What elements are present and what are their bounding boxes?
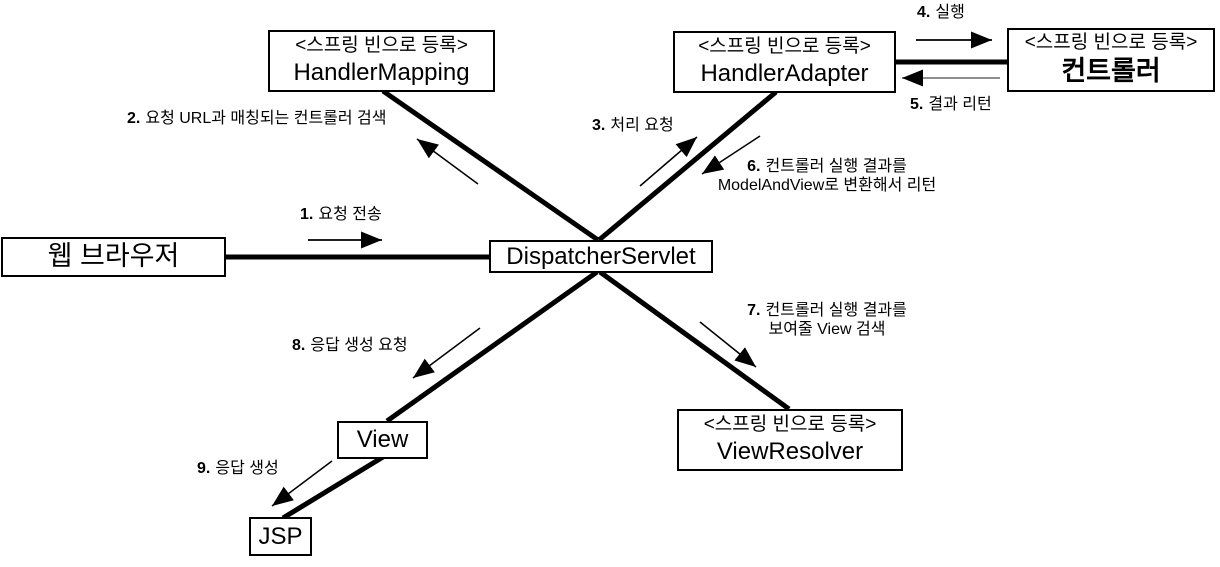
label-number: 3. bbox=[592, 117, 606, 134]
label-number: 1. bbox=[300, 206, 314, 223]
label-text: 응답 생성 bbox=[215, 460, 279, 477]
arrow-6-modelandview-return bbox=[701, 135, 761, 175]
box-view-resolver: <스프링 빈으로 등록> ViewResolver bbox=[677, 409, 903, 471]
box-controller: <스프링 빈으로 등록> 컨트롤러 bbox=[1007, 28, 1215, 92]
label-text: 실행 bbox=[935, 4, 965, 21]
label-line1: 6.컨트롤러 실행 결과를 bbox=[712, 157, 942, 176]
label-text: 요청 URL과 매칭되는 컨트롤러 검색 bbox=[145, 110, 387, 127]
label-text: 요청 전송 bbox=[318, 206, 382, 223]
arrow-3-process-request bbox=[639, 136, 698, 187]
box-handler-adapter: <스프링 빈으로 등록> HandlerAdapter bbox=[673, 31, 896, 93]
label-text: 처리 요청 bbox=[610, 117, 674, 134]
label-text: 컨트롤러 실행 결과를 bbox=[765, 158, 907, 175]
connector-dispatcher-handlermapping bbox=[381, 88, 600, 243]
arrow-8-response-request bbox=[412, 327, 481, 379]
label-number: 6. bbox=[747, 158, 761, 175]
arrow-9-response-create bbox=[271, 460, 333, 507]
label-1-request-send: 1.요청 전송 bbox=[300, 205, 382, 224]
box-title-jsp: JSP bbox=[258, 522, 303, 550]
label-number: 8. bbox=[292, 337, 306, 354]
label-text: 결과 리턴 bbox=[928, 96, 992, 113]
box-view: View bbox=[337, 421, 428, 459]
label-text: 컨트롤러 실행 결과를 bbox=[765, 302, 907, 319]
spring-bean-tag: <스프링 빈으로 등록> bbox=[703, 414, 877, 436]
label-line2: 보여줄 View 검색 bbox=[768, 321, 886, 339]
label-2-find-controller: 2.요청 URL과 매칭되는 컨트롤러 검색 bbox=[127, 109, 387, 128]
label-9-response-create: 9.응답 생성 bbox=[197, 459, 279, 478]
label-line1: 7.컨트롤러 실행 결과를 bbox=[712, 301, 942, 320]
box-title-view: View bbox=[356, 426, 409, 453]
label-5-result-return: 5.결과 리턴 bbox=[910, 95, 992, 114]
connector-dispatcher-view bbox=[385, 269, 599, 424]
label-number: 5. bbox=[910, 96, 924, 113]
label-6-modelandview-return: 6.컨트롤러 실행 결과를 ModelAndView로 변환해서 리턴 bbox=[712, 157, 942, 195]
box-title-controller: 컨트롤러 bbox=[1061, 56, 1161, 86]
label-number: 9. bbox=[197, 460, 211, 477]
label-number: 7. bbox=[747, 302, 761, 319]
label-number: 4. bbox=[917, 4, 931, 21]
label-4-execute: 4.실행 bbox=[917, 3, 965, 22]
box-title-web-browser: 웹 브라우저 bbox=[47, 241, 180, 272]
box-jsp: JSP bbox=[249, 517, 312, 556]
connector-dispatcher-viewresolver bbox=[598, 269, 791, 412]
spring-bean-tag: <스프링 빈으로 등록> bbox=[295, 35, 468, 57]
box-title-view-resolver: ViewResolver bbox=[716, 437, 864, 465]
box-title-handler-mapping: HandlerMapping bbox=[293, 58, 470, 86]
box-handler-mapping: <스프링 빈으로 등록> HandlerMapping bbox=[268, 30, 495, 92]
label-text: 응답 생성 요청 bbox=[310, 337, 408, 354]
label-number: 2. bbox=[127, 110, 141, 127]
label-8-response-request: 8.응답 생성 요청 bbox=[292, 336, 408, 355]
box-web-browser: 웹 브라우저 bbox=[1, 237, 226, 277]
spring-bean-tag: <스프링 빈으로 등록> bbox=[698, 36, 871, 58]
box-dispatcher-servlet: DispatcherServlet bbox=[489, 240, 713, 273]
connector-view-jsp bbox=[281, 454, 385, 521]
connector-dispatcher-handleradapter bbox=[597, 90, 778, 242]
arrow-2-find-controller bbox=[416, 138, 479, 185]
spring-bean-tag: <스프링 빈으로 등록> bbox=[1024, 32, 1198, 54]
arrow-7-find-view bbox=[699, 321, 757, 368]
box-title-dispatcher-servlet: DispatcherServlet bbox=[506, 242, 696, 270]
label-line2: ModelAndView로 변환해서 리턴 bbox=[717, 177, 937, 195]
label-3-process-request: 3.처리 요청 bbox=[592, 116, 674, 135]
label-7-find-view: 7.컨트롤러 실행 결과를 보여줄 View 검색 bbox=[712, 301, 942, 339]
box-title-handler-adapter: HandlerAdapter bbox=[700, 59, 869, 87]
